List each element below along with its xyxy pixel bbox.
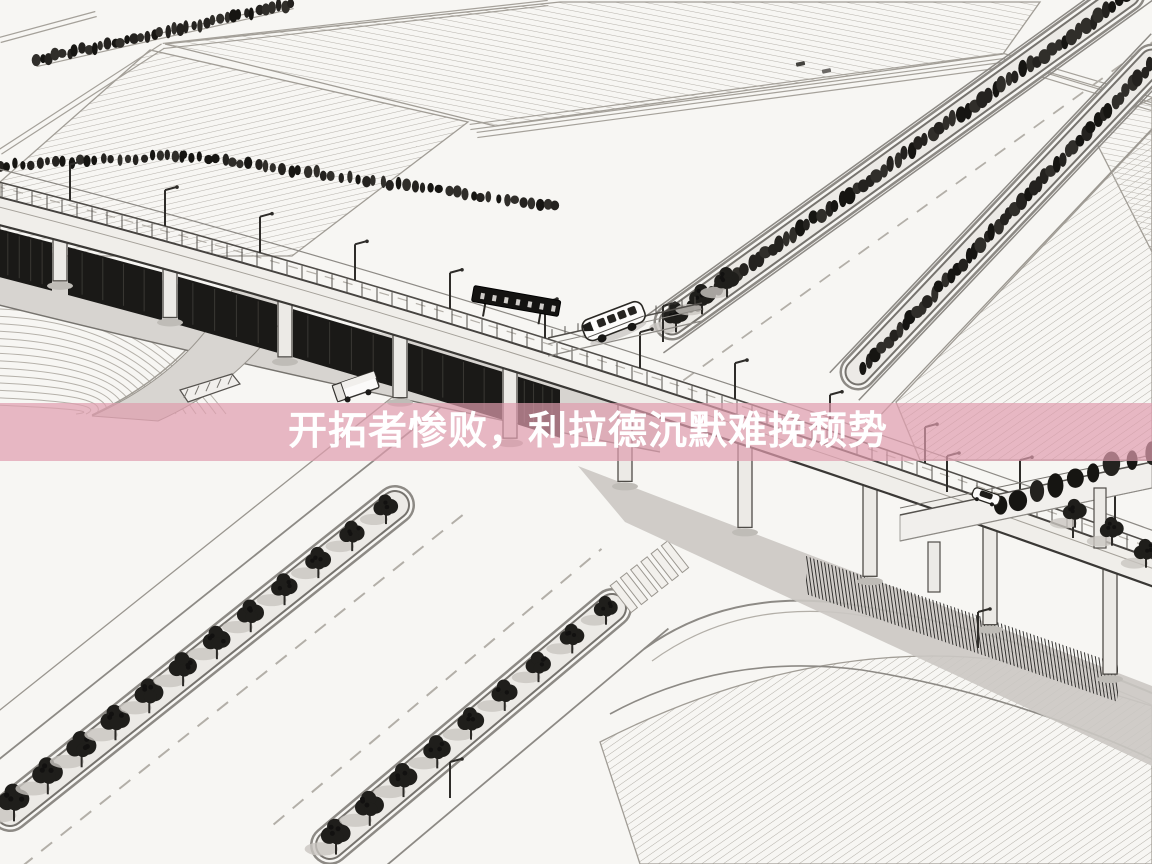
shuttle-bus	[581, 300, 647, 345]
title-banner: 开拓者惨败，利拉德沉默难挽颓势	[0, 403, 1152, 461]
ramp-shadow	[578, 466, 1152, 766]
field-tree-rows	[0, 0, 560, 211]
secondary-ramp	[899, 441, 1152, 593]
box-truck	[331, 371, 380, 403]
banner-title: 开拓者惨败，利拉德沉默难挽颓势	[287, 410, 888, 453]
car	[971, 487, 1001, 507]
distant-vehicles	[795, 61, 832, 74]
boulevard	[0, 485, 1152, 864]
field-roads	[0, 0, 1152, 155]
crosswalk	[609, 540, 690, 614]
overhead-sign-gantry	[471, 285, 562, 325]
